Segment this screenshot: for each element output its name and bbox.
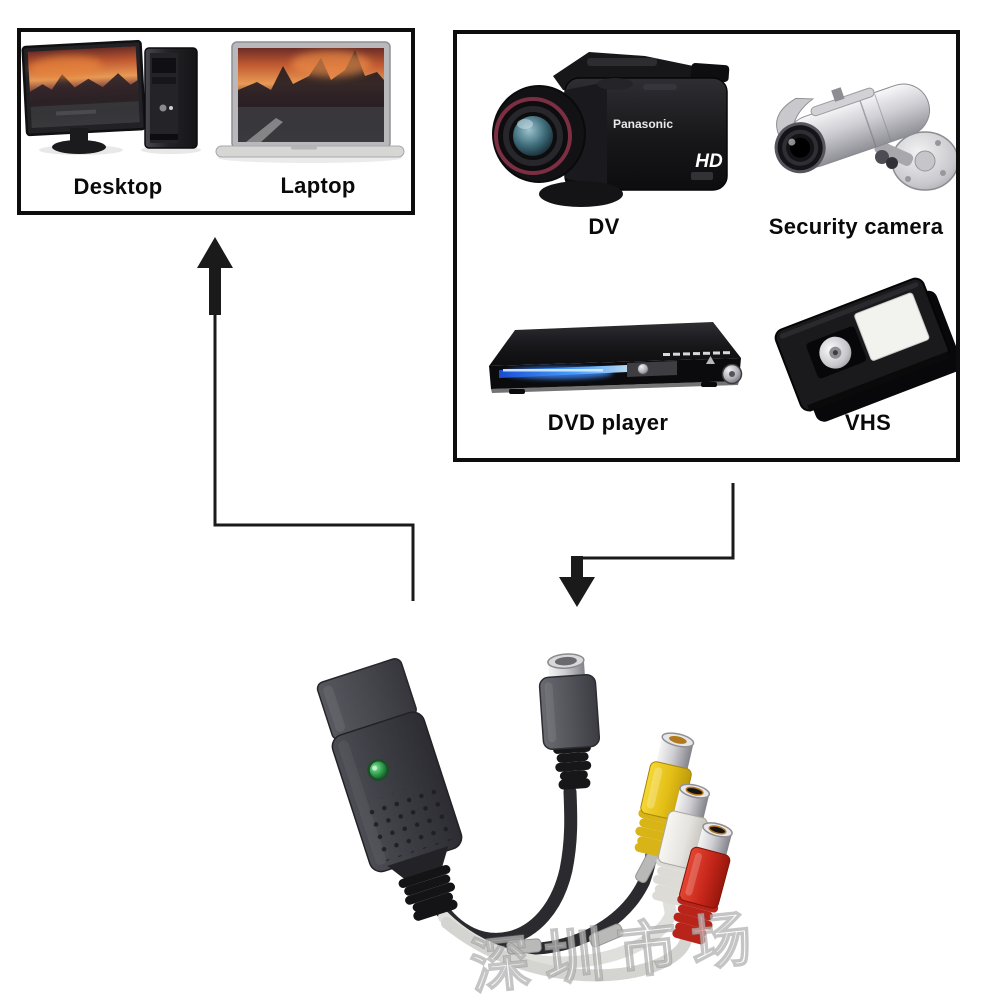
connector-line-left xyxy=(213,313,415,601)
vhs-label: VHS xyxy=(844,410,892,435)
capture-device-illustration: 深圳市场 xyxy=(316,653,769,1000)
laptop-label: Laptop xyxy=(280,173,356,198)
desktop-label: Desktop xyxy=(73,174,163,199)
laptop-illustration xyxy=(215,41,405,158)
security-camera-illustration xyxy=(774,83,956,191)
computers-illustration xyxy=(21,39,405,163)
dv-camcorder-illustration: Panasonic HD xyxy=(492,52,730,207)
vhs-tape-illustration xyxy=(774,277,956,422)
vent-holes xyxy=(360,780,453,864)
computers-box: Desktop Laptop xyxy=(17,28,415,215)
usb-capture-stick xyxy=(316,658,463,921)
strain-relief xyxy=(398,865,458,921)
sources-box: Panasonic HD xyxy=(453,30,960,462)
tower-illustration xyxy=(144,47,198,149)
rca-connector-white xyxy=(652,783,711,907)
svideo-connector xyxy=(538,653,601,790)
down-arrow xyxy=(559,556,595,607)
connector-line-right xyxy=(578,483,735,560)
camcorder-brand-text: Panasonic xyxy=(613,117,673,131)
watermark-text: 深圳市场 xyxy=(467,904,768,1000)
red-cable xyxy=(441,917,692,982)
dvd-player-illustration xyxy=(489,322,743,394)
vhs-label-window xyxy=(854,292,930,361)
up-arrow xyxy=(197,237,233,315)
dv-label: DV xyxy=(588,214,620,239)
camcorder-hd-logo: HD xyxy=(695,151,723,172)
svideo-cable xyxy=(431,785,578,946)
sources-illustration: Panasonic HD xyxy=(489,52,956,422)
dvd-player-label: DVD player xyxy=(547,410,669,435)
rca-connector-red xyxy=(672,822,733,945)
desktop-illustration xyxy=(21,39,147,154)
security-camera-label: Security camera xyxy=(768,214,944,239)
